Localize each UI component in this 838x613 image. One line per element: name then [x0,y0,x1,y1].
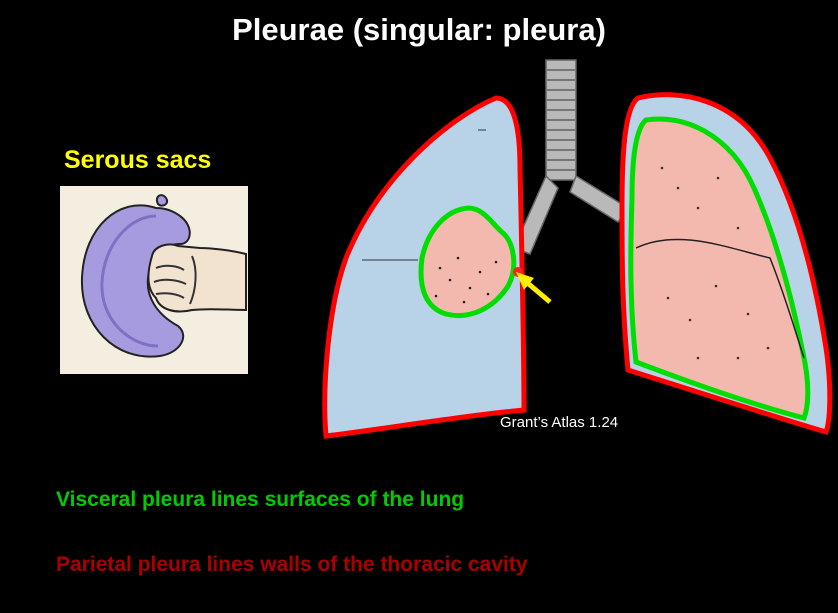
atlas-credit: Grant’s Atlas 1.24 [500,414,619,431]
lungs-pleura-illustration [322,59,833,439]
serous-sacs-heading: Serous sacs [64,146,212,174]
slide-title: Pleurae (singular: pleura) [232,12,606,47]
visceral-pleura-caption: Visceral pleura lines surfaces of the lu… [56,488,465,511]
serous-sac-illustration [60,186,248,374]
right-lung [322,95,527,439]
left-lung [619,92,833,436]
parietal-pleura-caption: Parietal pleura lines walls of the thora… [56,553,528,576]
trachea [512,59,630,255]
yellow-arrow-icon [513,267,552,304]
